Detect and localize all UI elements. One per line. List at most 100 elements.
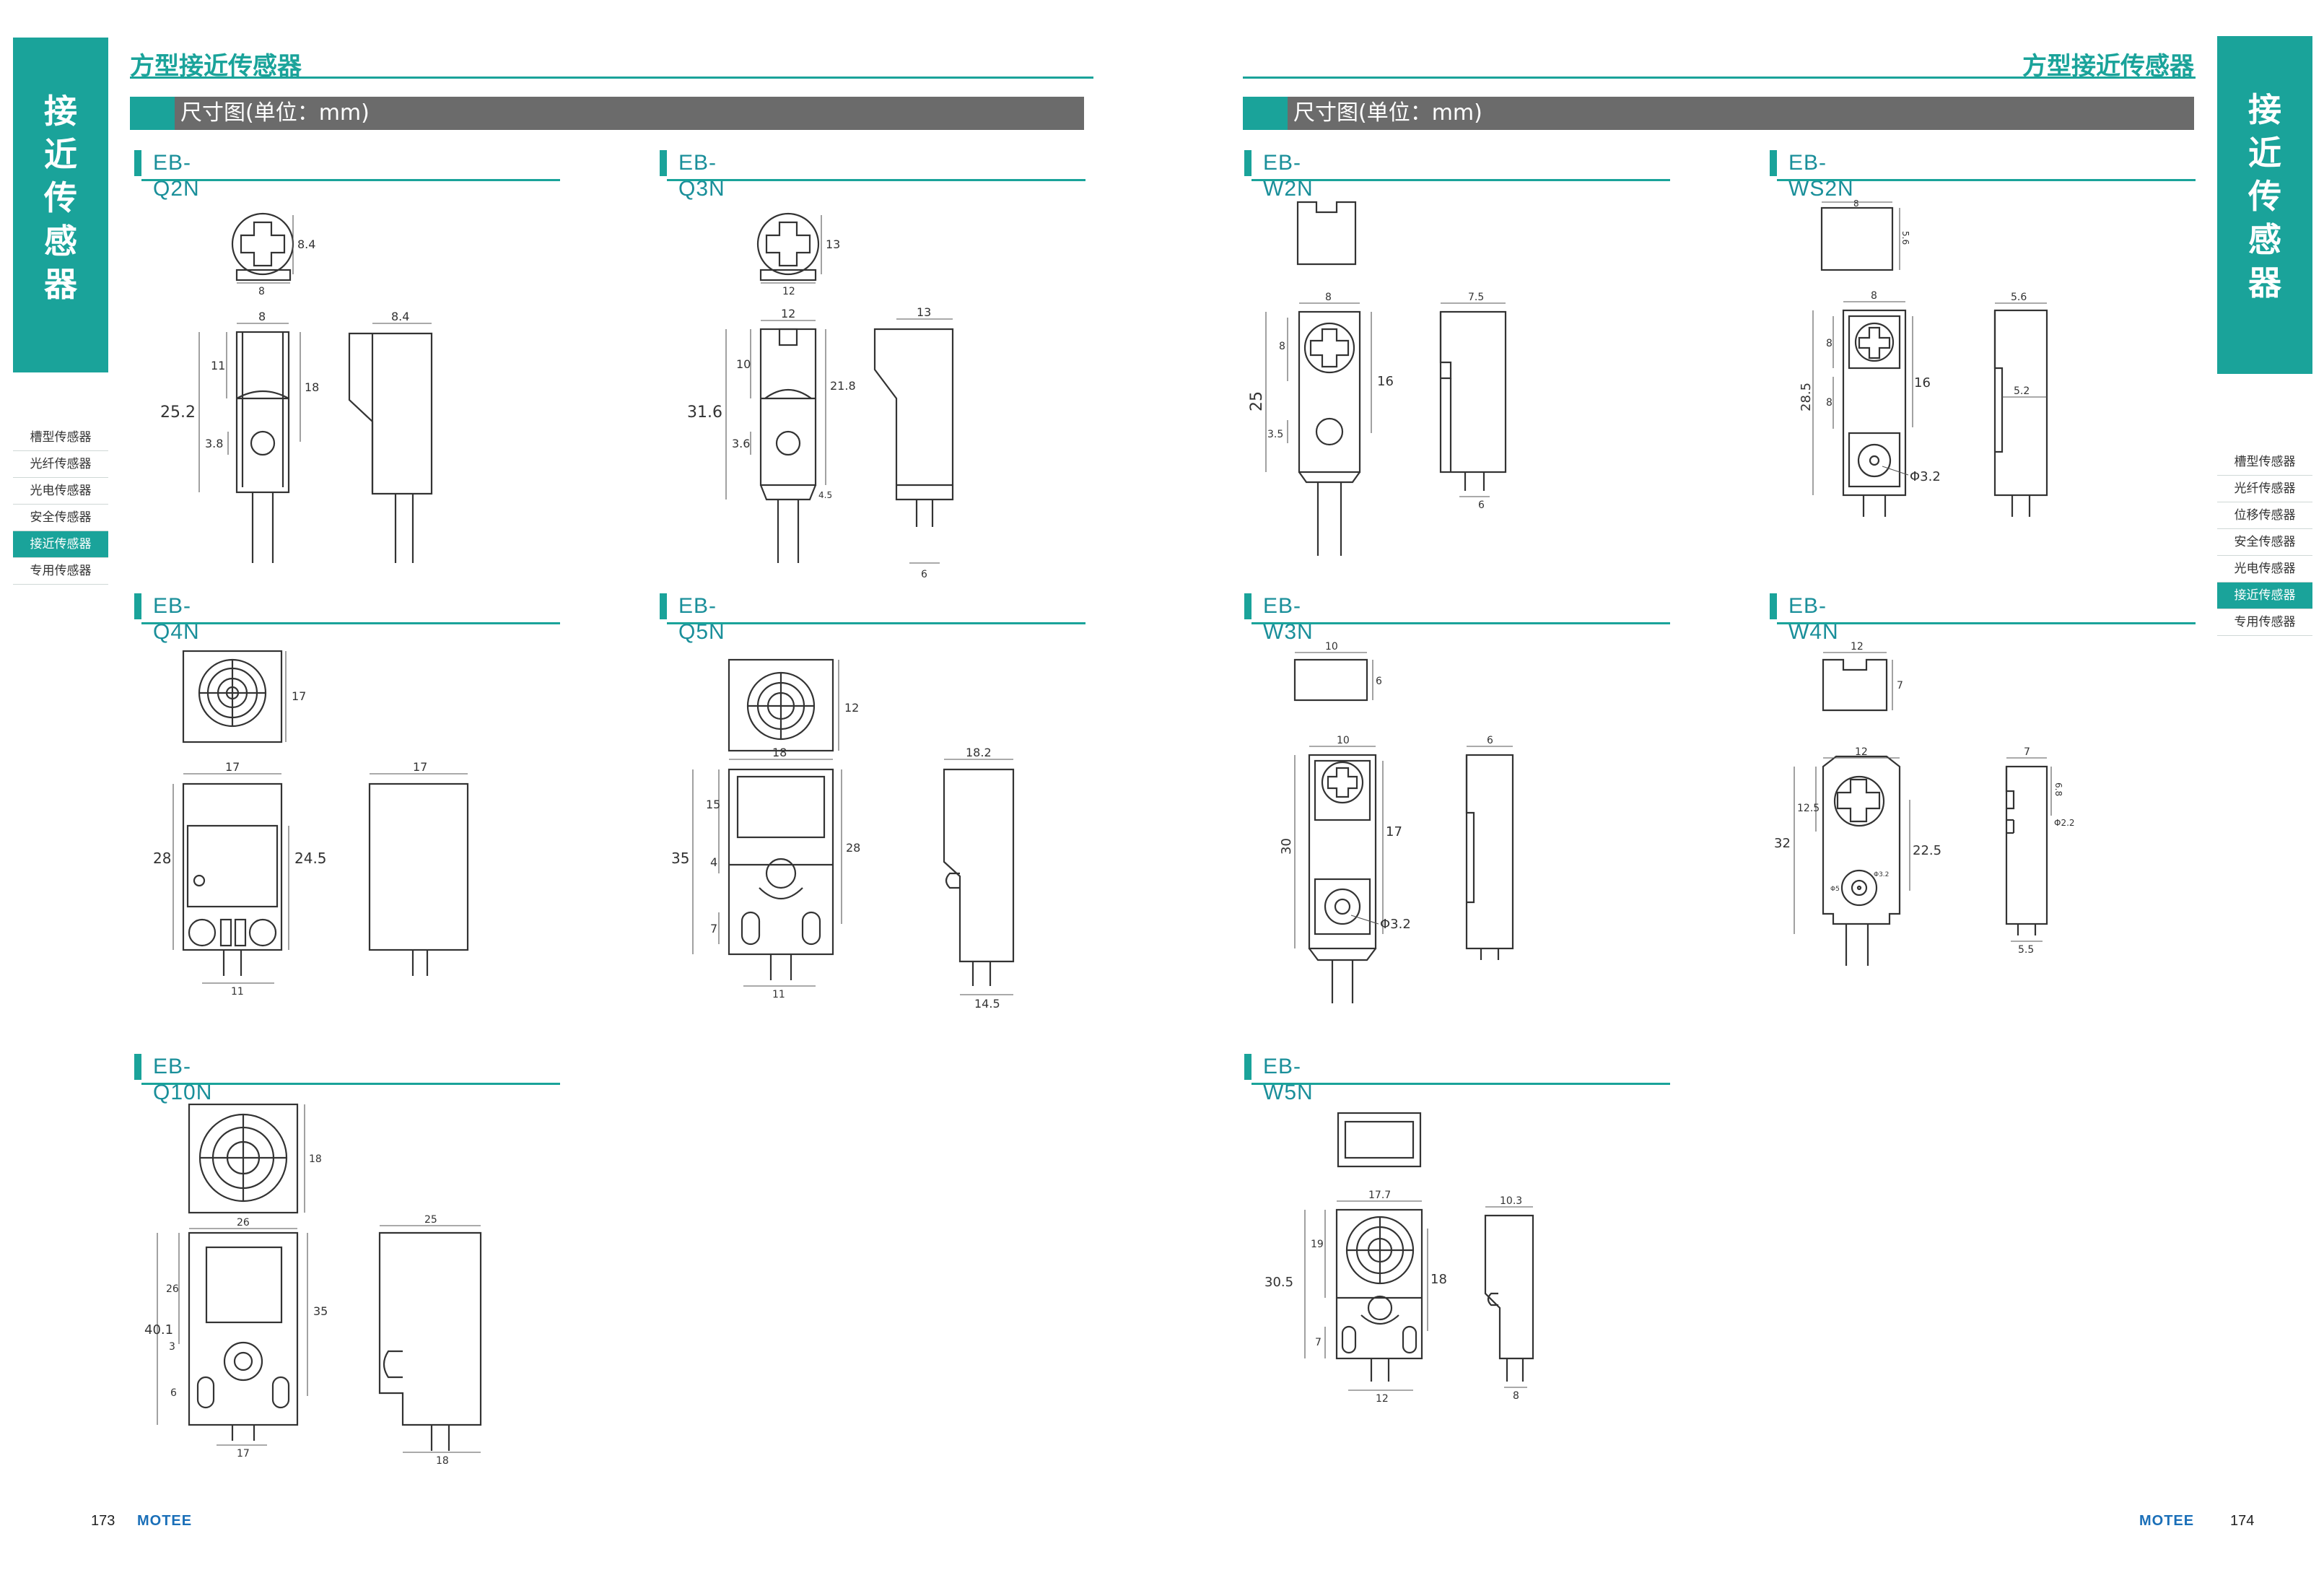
dim-label: 11 [772, 989, 785, 1000]
dim-label: 25 [424, 1214, 437, 1226]
dim-label: Φ3.2 [1910, 469, 1941, 484]
page-number-right: 174 [2230, 1513, 2255, 1529]
dim-label: 5.6 [2011, 292, 2027, 303]
side-menu-item-active[interactable]: 接近传感器 [13, 531, 108, 558]
drawing-w5n: 17.7 30.5 19 7 18 12 10.3 8 [1243, 1099, 1546, 1431]
dim-label: 26 [166, 1283, 179, 1295]
dim-label: 25 [1248, 391, 1266, 411]
section-title: EB-Q2N [153, 151, 200, 201]
dim-label: 13 [826, 237, 840, 251]
section-title: EB-Q4N [153, 594, 200, 644]
side-menu-item[interactable]: 槽型传感器 [2217, 449, 2312, 476]
side-menu-item[interactable]: 光电传感器 [13, 478, 108, 505]
side-menu-item[interactable]: 光纤传感器 [13, 451, 108, 478]
dim-label: 5.6 [1900, 231, 1910, 245]
dim-label: 21.8 [830, 379, 856, 393]
dim-label: 8 [1826, 397, 1832, 409]
section-marker [660, 150, 667, 176]
drawing-q10n: 18 26 40.1 26 3 6 35 17 25 18 [144, 1099, 491, 1467]
side-menu-item[interactable]: 安全传感器 [13, 505, 108, 531]
section-rule [1251, 179, 1670, 181]
dim-label: 10 [1337, 735, 1350, 746]
title-rule [130, 77, 1093, 79]
dim-label: 28 [846, 841, 860, 855]
dim-label: 3.6 [732, 437, 750, 450]
side-menu-item[interactable]: 专用传感器 [2217, 609, 2312, 636]
side-tab-text: 接 近 传 感 器 [2248, 90, 2281, 302]
section-rule [1251, 1083, 1670, 1085]
dimension-drawing: 17.7 30.5 19 7 18 12 10.3 8 [1264, 1112, 1534, 1405]
dim-label: 12 [1851, 641, 1864, 653]
dim-label: 3.5 [1267, 429, 1283, 440]
dim-label: 18 [772, 746, 787, 759]
side-menu-item[interactable]: 位移传感器 [2217, 502, 2312, 529]
section-rule [141, 1083, 560, 1085]
dim-label: 40.1 [144, 1322, 173, 1338]
side-menu-left: 槽型传感器 光纤传感器 光电传感器 安全传感器 接近传感器 专用传感器 [13, 424, 108, 585]
drawing-q4n: 17 17 28 24.5 11 17 [144, 642, 491, 1003]
section-title: EB-Q5N [678, 594, 725, 644]
section-title: EB-Q3N [678, 151, 725, 201]
dim-label: 17 [225, 760, 240, 774]
dim-label: 3 [169, 1341, 175, 1353]
side-menu-item[interactable]: 光纤传感器 [2217, 476, 2312, 502]
dim-label: 8 [1826, 338, 1832, 349]
dim-label: 32 [1774, 836, 1791, 851]
dim-label: 18.2 [966, 746, 992, 759]
side-tab-left: 接 近 传 感 器 [13, 38, 108, 372]
dim-label: 12 [781, 307, 795, 320]
dim-label: 30.5 [1264, 1275, 1293, 1290]
dim-label: 11 [211, 359, 225, 372]
side-menu-item[interactable]: 专用传感器 [13, 558, 108, 585]
brand-logo-left: MOTEE [137, 1513, 193, 1529]
dim-label: 7 [1315, 1337, 1322, 1348]
drawing-w2n: 8 25 8 16 3.5 7.5 6 [1243, 195, 1546, 570]
dim-label: 7.5 [1468, 292, 1484, 303]
side-menu-item-active[interactable]: 接近传感器 [2217, 583, 2312, 609]
dim-label: 13 [917, 305, 931, 319]
dim-label: 5.5 [2018, 944, 2034, 956]
section-marker [1244, 150, 1251, 176]
dim-label: 14.5 [974, 997, 1000, 1011]
dim-label: 17 [413, 760, 427, 774]
unit-bar-marker [130, 97, 175, 130]
brand-logo-right: MOTEE [2139, 1513, 2195, 1529]
drawing-ws2n: 8 5.6 8 28.5 8 8 16 Φ3.2 5.6 5.2 [1768, 195, 2071, 570]
dim-label: 10 [1325, 641, 1338, 653]
dim-label: 12 [1376, 1393, 1389, 1405]
page-title-right: 方型接近传感器 [2022, 52, 2194, 81]
side-menu-item[interactable]: 安全传感器 [2217, 529, 2312, 556]
dim-label: 6 [1487, 735, 1493, 746]
section-rule [1777, 622, 2196, 624]
dimension-drawing: 10 6 10 30 17 Φ3.2 6 [1279, 641, 1514, 1003]
dim-label: 10.3 [1500, 1195, 1522, 1207]
section-marker [1770, 150, 1777, 176]
dim-label: 19 [1311, 1239, 1324, 1250]
dim-label: Φ3.2 [1874, 871, 1889, 878]
dimension-drawing: 8.4 8 8 25.2 11 18 3.8 8.4 [160, 212, 433, 563]
dim-label: 18 [305, 380, 319, 394]
section-marker [660, 593, 667, 619]
section-rule [141, 179, 560, 181]
unit-bar-marker [1243, 97, 1288, 130]
dim-label: 6.8 [2053, 782, 2063, 796]
dim-label: Φ3.2 [1380, 917, 1411, 932]
dim-label: 12.5 [1797, 803, 1820, 814]
dimension-drawing: 8 25 8 16 3.5 7.5 6 [1248, 201, 1507, 556]
dimension-drawing: 13 12 12 31.6 10 21.8 3.6 4.5 13 6 [687, 212, 954, 580]
dim-label: 25.2 [160, 403, 196, 422]
dim-label: 6 [1478, 499, 1485, 511]
dim-label: 26 [237, 1217, 250, 1229]
dim-label: 17 [1386, 824, 1402, 839]
side-menu-item[interactable]: 槽型传感器 [13, 424, 108, 451]
section-marker [1770, 593, 1777, 619]
dim-label: 28 [153, 850, 171, 867]
dim-label: 12 [844, 701, 859, 715]
section-marker [134, 593, 141, 619]
dim-label: 35 [313, 1304, 328, 1318]
side-menu-item[interactable]: 光电传感器 [2217, 556, 2312, 583]
section-marker [1244, 593, 1251, 619]
dim-label: 8 [1871, 290, 1877, 302]
drawing-q5n: 12 18 35 15 4 7 28 11 18.2 14.5 [671, 642, 1032, 1018]
dimension-drawing: 8 5.6 8 28.5 8 8 16 Φ3.2 5.6 5.2 [1799, 198, 2048, 517]
